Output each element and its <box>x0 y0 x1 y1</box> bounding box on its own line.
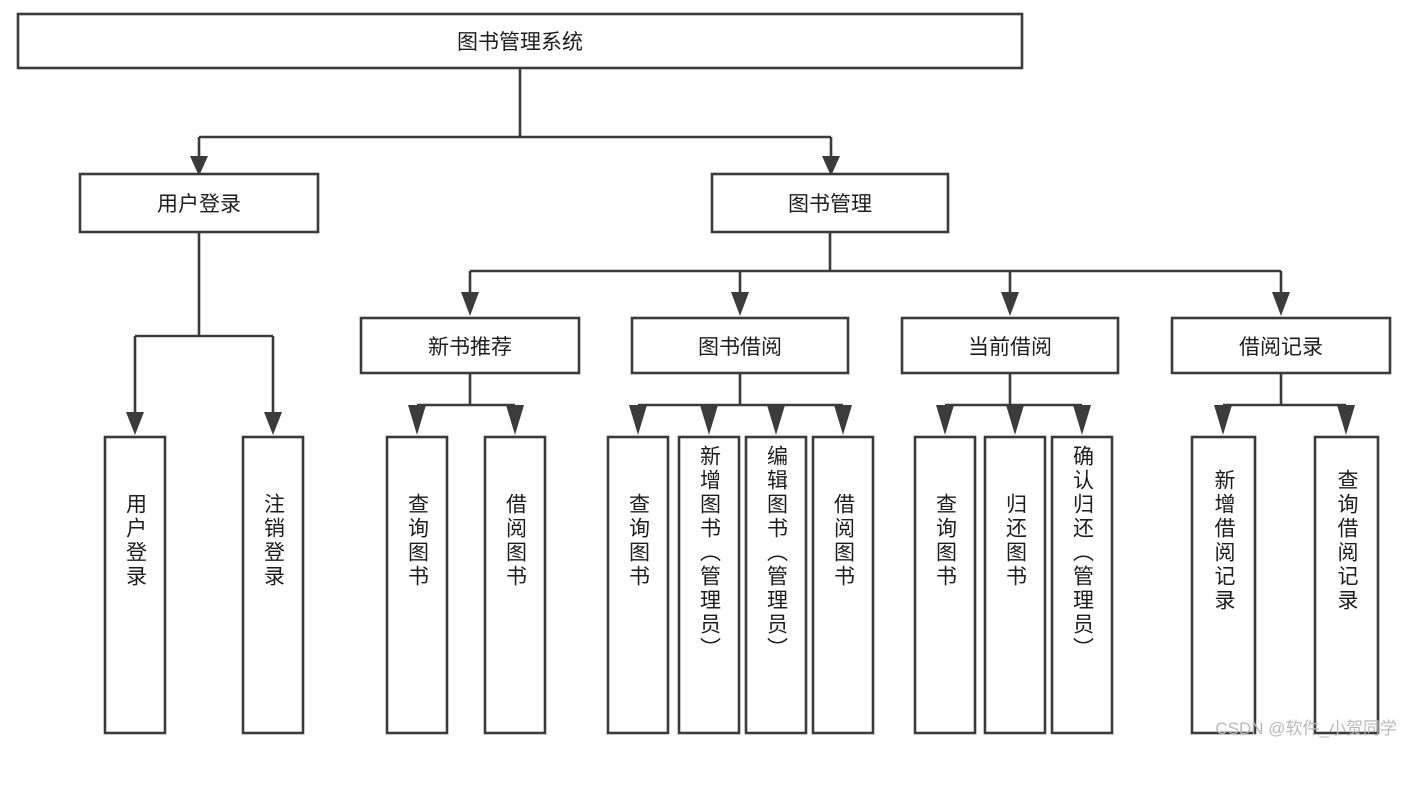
node-book-management[interactable] <box>710 172 950 234</box>
arrow-to-leaf-return-book <box>1006 405 1024 435</box>
node-root-book-system[interactable] <box>16 12 1024 70</box>
node-book-borrow[interactable] <box>630 316 850 375</box>
diagram-canvas <box>16 12 1392 735</box>
node-leaf-borrow-book-2[interactable] <box>811 435 875 735</box>
connector-user-login-bus <box>133 232 275 416</box>
arrow-to-new-book-recommend <box>461 292 479 316</box>
node-leaf-query-record[interactable] <box>1313 435 1380 735</box>
arrow-to-leaf-borrow-book-1 <box>506 405 524 435</box>
arrow-to-leaf-query-record <box>1337 405 1355 435</box>
arrow-to-leaf-query-book-1 <box>408 405 426 435</box>
arrow-to-current-borrow <box>1001 292 1019 316</box>
arrow-to-leaf-query-book-2 <box>629 405 647 435</box>
connector-book-borrow-bus <box>636 373 845 416</box>
arrow-to-book-borrow <box>731 292 749 316</box>
node-leaf-add-book[interactable] <box>677 435 741 735</box>
arrow-to-leaf-borrow-book-2 <box>834 405 852 435</box>
arrow-to-leaf-user-login <box>126 412 144 435</box>
connector-book-management-bus <box>468 232 1283 296</box>
arrow-root-to-user-login <box>190 156 208 176</box>
hierarchy-diagram: 图书管理系统 用户登录 图书管理 新书推荐 图书借阅 当前借阅 借阅记录 用户登… <box>16 12 1397 738</box>
arrow-to-leaf-user-logout <box>264 412 282 435</box>
arrow-to-borrow-record <box>1272 292 1290 316</box>
node-current-borrow[interactable] <box>900 316 1120 375</box>
arrow-root-to-book-management <box>822 156 840 176</box>
node-leaf-query-book-2[interactable] <box>606 435 670 735</box>
connector-root-to-level1 <box>197 68 833 160</box>
node-leaf-user-logout[interactable] <box>241 435 305 735</box>
arrow-to-leaf-add-record <box>1214 405 1232 435</box>
connector-new-book-recommend-bus <box>415 373 517 416</box>
connector-borrow-record-bus <box>1221 373 1348 416</box>
node-leaf-query-book-1[interactable] <box>385 435 449 735</box>
node-leaf-return-book[interactable] <box>983 435 1047 735</box>
arrow-to-leaf-edit-book <box>767 405 785 435</box>
node-leaf-borrow-book-1[interactable] <box>483 435 547 735</box>
node-leaf-add-record[interactable] <box>1190 435 1257 735</box>
node-borrow-record[interactable] <box>1170 316 1392 375</box>
node-leaf-edit-book[interactable] <box>744 435 808 735</box>
node-leaf-query-book-3[interactable] <box>913 435 977 735</box>
node-leaf-confirm-return[interactable] <box>1050 435 1114 735</box>
node-new-book-recommend[interactable] <box>359 316 581 375</box>
arrow-to-leaf-add-book <box>700 405 718 435</box>
csdn-watermark: CSDN @软件_小贺同学 <box>1215 719 1397 738</box>
node-user-login[interactable] <box>78 172 320 234</box>
arrow-to-leaf-confirm-return <box>1073 405 1091 435</box>
node-leaf-user-login[interactable] <box>103 435 167 735</box>
arrow-to-leaf-query-book-3 <box>936 405 954 435</box>
